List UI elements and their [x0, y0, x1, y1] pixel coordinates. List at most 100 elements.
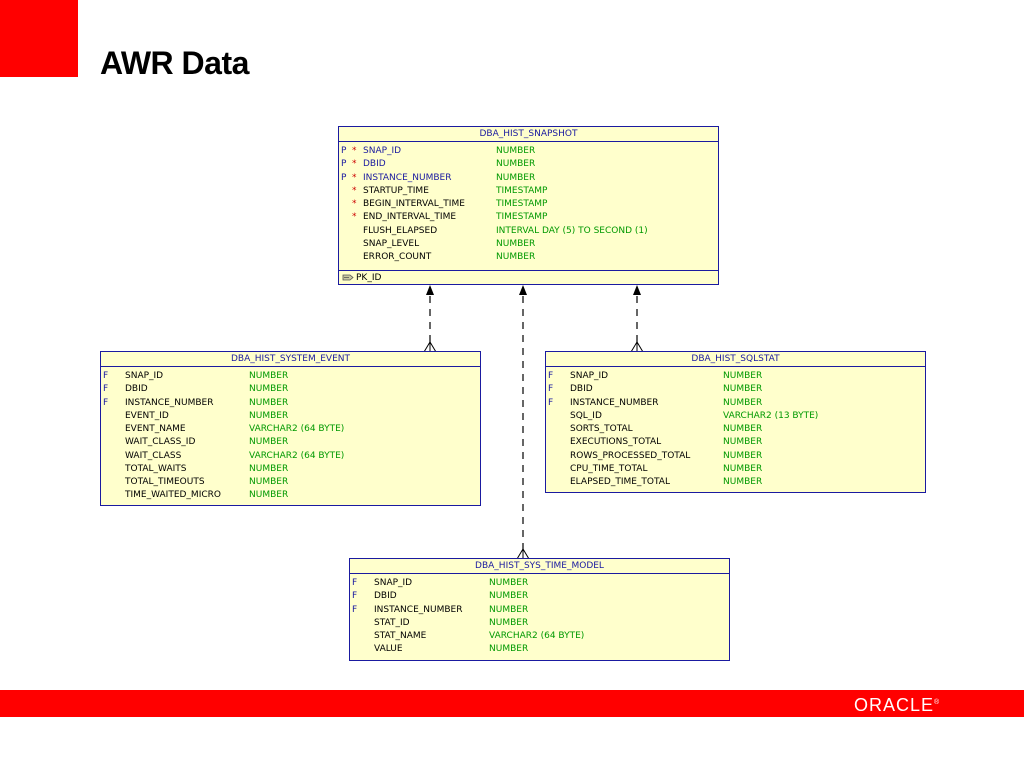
rel-arrowhead-system-event	[426, 285, 434, 295]
column-datatype: NUMBER	[723, 424, 763, 434]
column-name: INSTANCE_NUMBER	[374, 604, 463, 615]
key-icon	[342, 274, 354, 281]
key-marker: F	[352, 578, 358, 588]
column-datatype: NUMBER	[249, 490, 289, 501]
column-name: DBID	[125, 384, 148, 395]
required-marker: *	[352, 185, 357, 196]
column-row: EXECUTIONS_TOTAL NUMBER	[546, 436, 925, 449]
column-row: TOTAL_WAITS NUMBER	[101, 463, 480, 476]
column-datatype: TIMESTAMP	[496, 212, 548, 223]
column-datatype: NUMBER	[489, 591, 529, 602]
rel-crowfoot-sys-time-model	[516, 548, 530, 560]
required-marker: *	[352, 199, 357, 209]
required-marker: *	[352, 172, 357, 183]
column-name: SNAP_ID	[570, 371, 609, 381]
column-datatype: NUMBER	[489, 617, 529, 628]
oracle-logo: ORACLE®	[854, 693, 940, 715]
column-name: EXECUTIONS_TOTAL	[570, 437, 662, 448]
column-datatype: NUMBER	[723, 450, 763, 461]
column-datatype: TIMESTAMP	[496, 185, 548, 196]
entity-header: DBA_HIST_SQLSTAT	[546, 352, 925, 367]
column-datatype: NUMBER	[249, 437, 289, 448]
column-datatype: NUMBER	[489, 604, 529, 615]
column-datatype: NUMBER	[249, 463, 289, 474]
column-name: DBID	[570, 384, 593, 395]
column-name: SNAP_ID	[125, 371, 164, 381]
column-name: WAIT_CLASS	[125, 450, 182, 461]
column-name: ELAPSED_TIME_TOTAL	[570, 477, 670, 487]
column-name: EVENT_ID	[125, 410, 169, 421]
column-datatype: NUMBER	[249, 384, 289, 395]
column-name: CPU_TIME_TOTAL	[570, 463, 648, 474]
column-datatype: NUMBER	[723, 437, 763, 448]
rel-arrowhead-sys-time-model	[519, 285, 527, 295]
accent-block	[0, 0, 78, 77]
primary-key-section: PK_ID	[339, 270, 718, 285]
key-marker: P	[341, 172, 347, 183]
rel-crowfoot-system-event	[423, 341, 437, 353]
entity-header: DBA_HIST_SYSTEM_EVENT	[101, 352, 480, 367]
column-name: STARTUP_TIME	[363, 185, 429, 196]
slide-title: AWR Data	[100, 45, 249, 81]
column-datatype: NUMBER	[249, 477, 289, 487]
column-datatype: NUMBER	[496, 252, 536, 262]
column-name: TOTAL_WAITS	[125, 463, 187, 474]
key-marker: P	[341, 159, 347, 170]
column-name: DBID	[374, 591, 397, 602]
column-datatype: NUMBER	[723, 371, 763, 381]
column-name: BEGIN_INTERVAL_TIME	[363, 199, 465, 209]
column-datatype: VARCHAR2 (13 BYTE)	[723, 410, 819, 421]
column-datatype: VARCHAR2 (64 BYTE)	[489, 631, 585, 641]
column-datatype: NUMBER	[496, 238, 536, 249]
column-name: EVENT_NAME	[125, 424, 186, 434]
footer-bar	[0, 690, 1024, 717]
column-datatype: NUMBER	[249, 371, 289, 381]
column-datatype: INTERVAL DAY (5) TO SECOND (1)	[496, 225, 648, 236]
column-row: SORTS_TOTAL NUMBER	[546, 423, 925, 436]
required-marker: *	[352, 146, 357, 156]
key-marker: F	[548, 384, 554, 395]
column-datatype: NUMBER	[249, 397, 289, 408]
column-name: SNAP_ID	[363, 146, 402, 156]
column-name: ERROR_COUNT	[363, 252, 432, 262]
column-datatype: NUMBER	[723, 463, 763, 474]
column-name: SORTS_TOTAL	[570, 424, 633, 434]
required-marker: *	[352, 212, 357, 223]
column-name: WAIT_CLASS_ID	[125, 437, 196, 448]
column-row: * STARTUP_TIME TIMESTAMP	[339, 185, 718, 198]
column-datatype: TIMESTAMP	[496, 199, 548, 209]
column-datatype: NUMBER	[489, 578, 529, 588]
column-datatype: NUMBER	[723, 397, 763, 408]
column-name: DBID	[363, 159, 386, 170]
rel-crowfoot-sqlstat	[630, 341, 644, 353]
entity-header: DBA_HIST_SNAPSHOT	[339, 127, 718, 142]
column-datatype: NUMBER	[496, 146, 536, 156]
oracle-logo-text: ORACLE	[854, 695, 935, 715]
rel-arrowhead-sqlstat	[633, 285, 641, 295]
